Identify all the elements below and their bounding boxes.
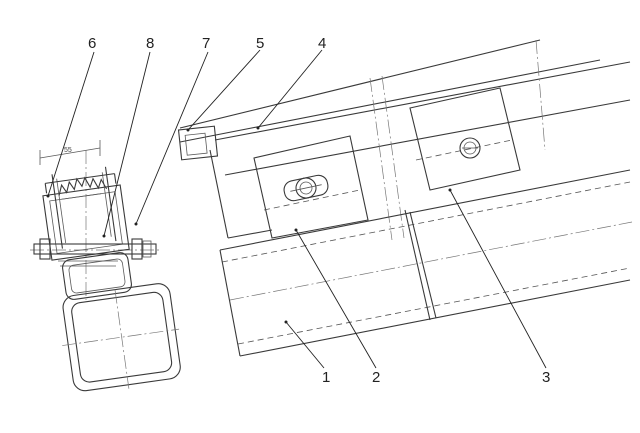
leader-lines bbox=[46, 49, 547, 369]
label-5: 5 bbox=[256, 35, 264, 52]
label-1: 1 bbox=[322, 369, 330, 386]
label-6: 6 bbox=[88, 35, 96, 52]
front-view bbox=[177, 39, 633, 357]
dimension-label: 55 bbox=[64, 147, 72, 154]
label-8: 8 bbox=[146, 35, 154, 52]
label-3: 3 bbox=[542, 369, 550, 386]
cross-section-view: 55 bbox=[30, 140, 181, 392]
label-7: 7 bbox=[202, 35, 210, 52]
label-4: 4 bbox=[318, 35, 326, 52]
label-2: 2 bbox=[372, 369, 380, 386]
